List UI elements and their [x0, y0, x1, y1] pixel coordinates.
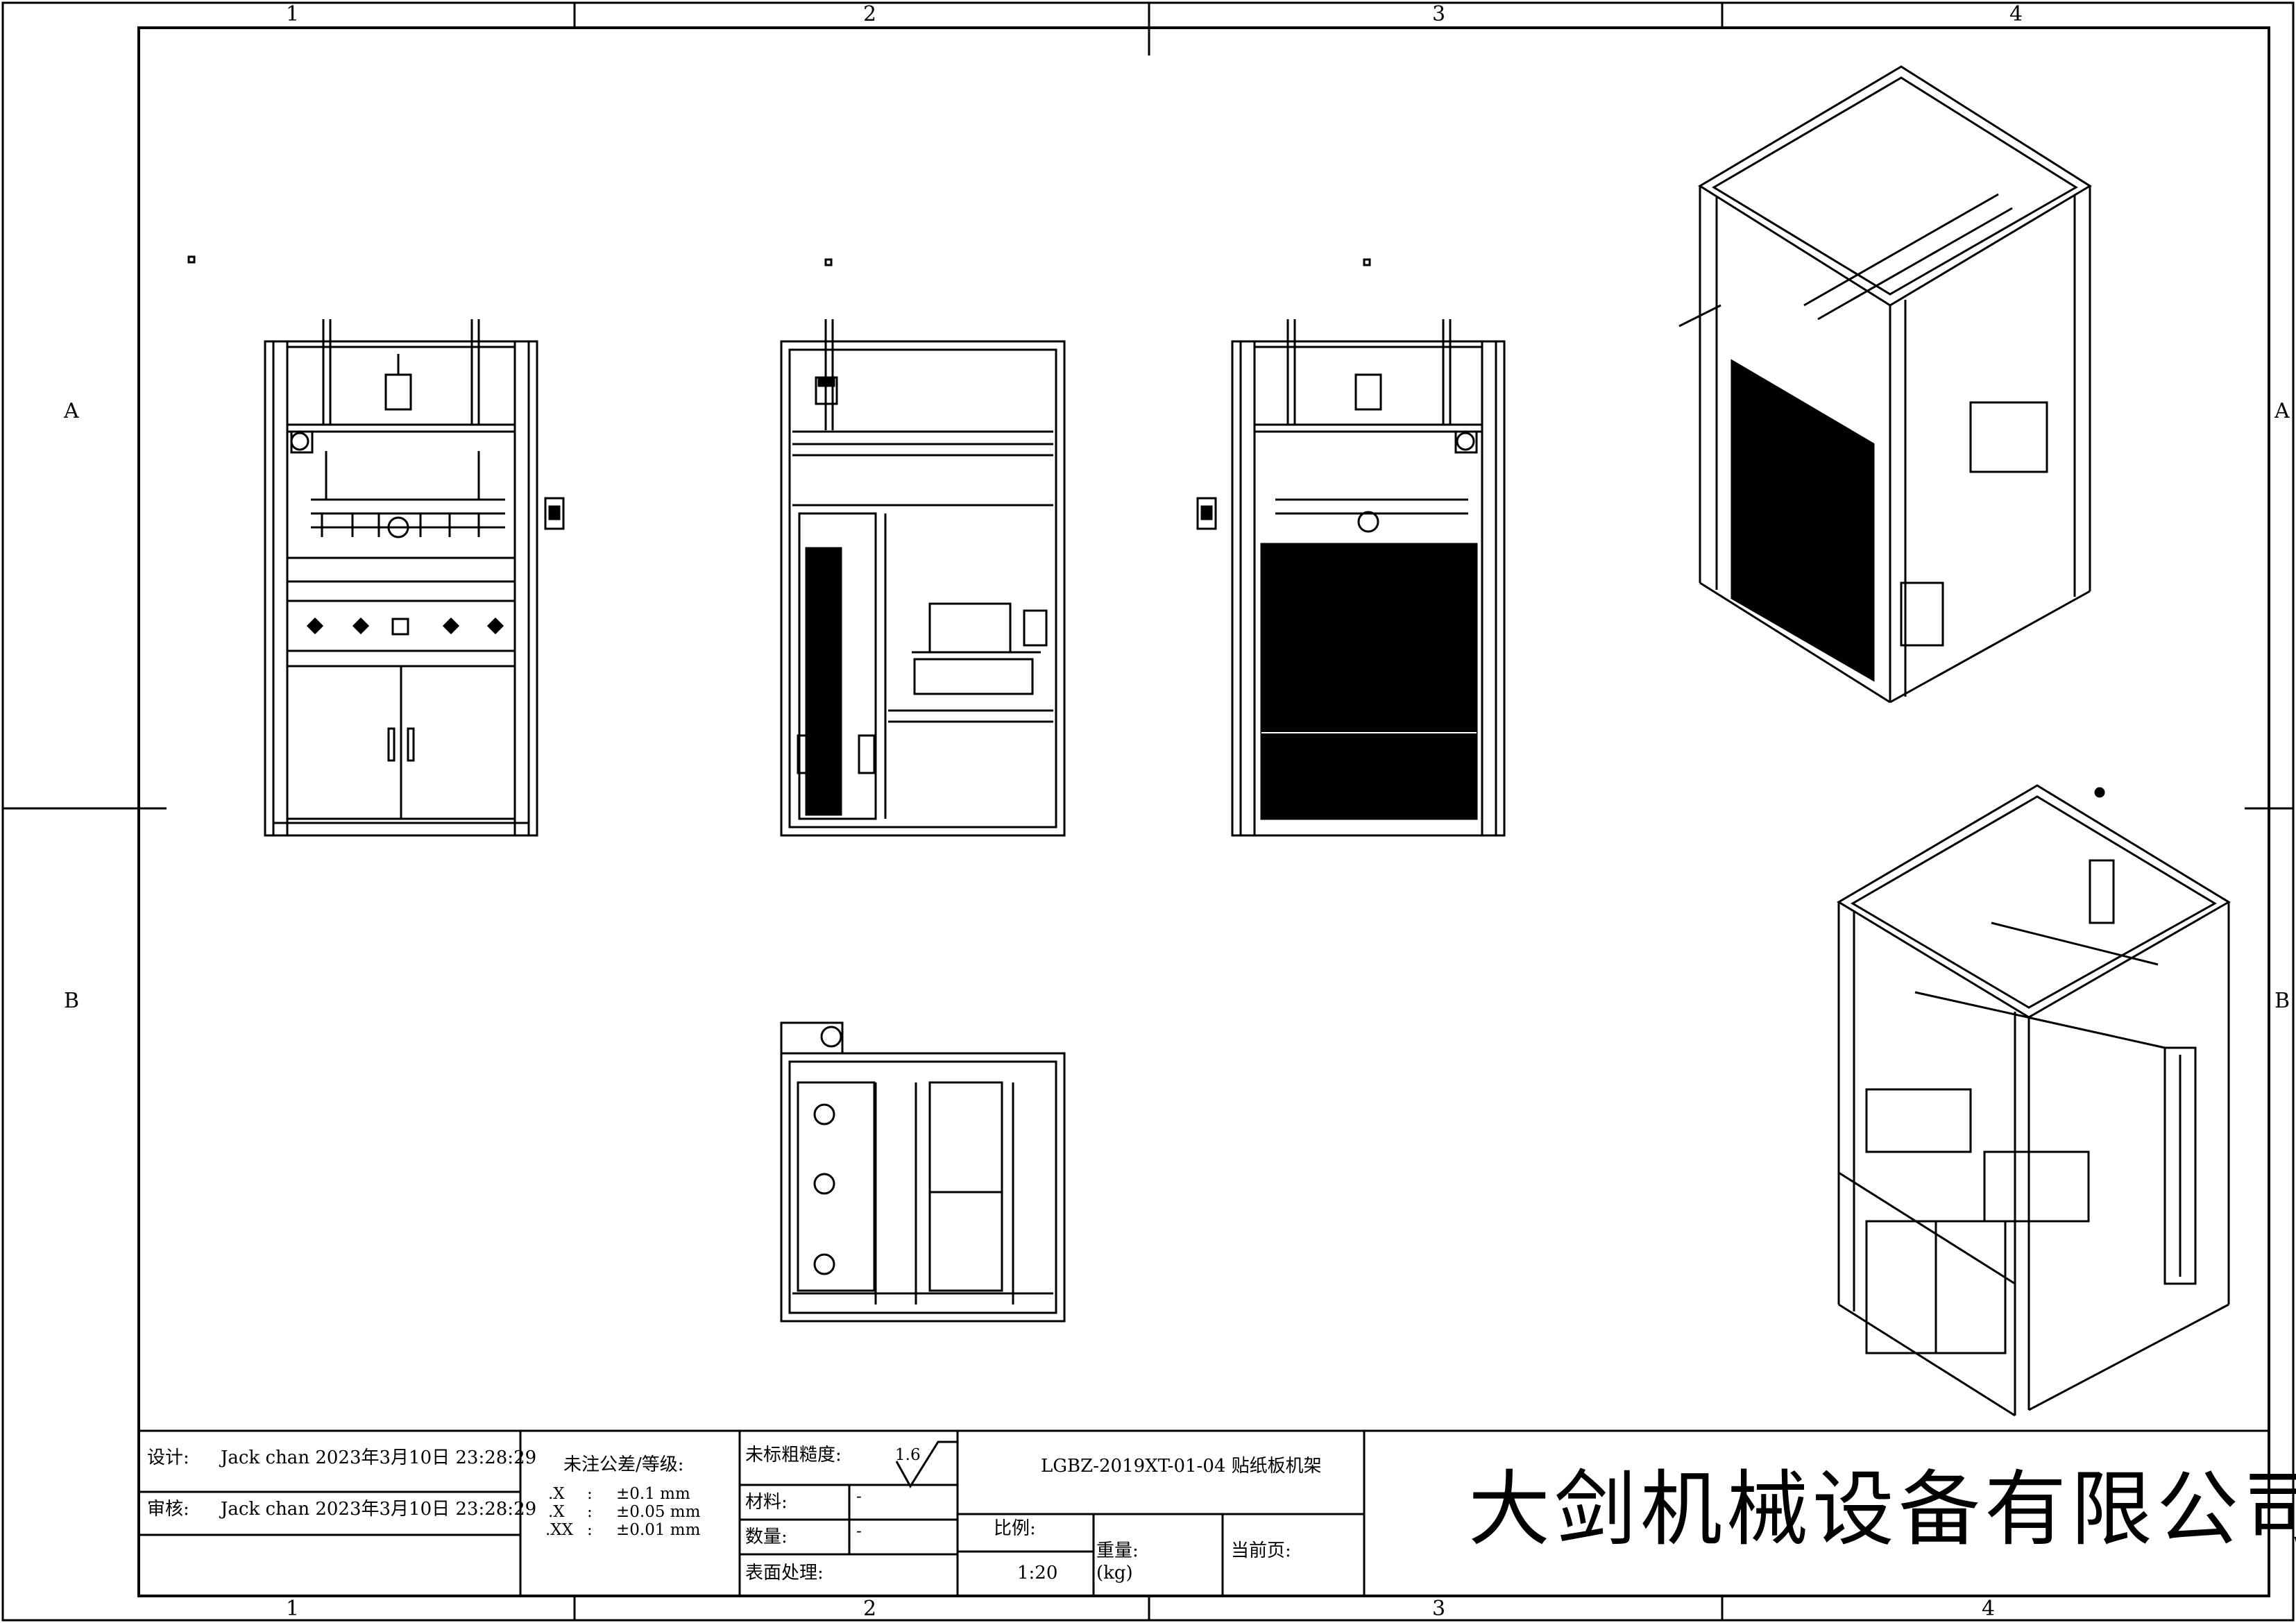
weight-label: 重量:	[1096, 1540, 1139, 1561]
roughness-label: 未标粗糙度:	[745, 1445, 842, 1465]
tolerance-value: ±0.1 mm	[616, 1485, 690, 1503]
tolerance-sep: :	[587, 1485, 593, 1503]
zone-left-b: B	[64, 989, 80, 1013]
title-block-grid	[139, 1429, 2269, 1596]
surface-label: 表面处理:	[745, 1563, 824, 1583]
isometric-view-1	[1678, 65, 2092, 704]
tolerance-key: .XX	[545, 1521, 574, 1539]
zone-top-3: 3	[1432, 2, 1446, 26]
tolerance-sep: :	[587, 1503, 593, 1521]
zone-bottom-3: 3	[1432, 1597, 1446, 1621]
weight-unit: (kg)	[1096, 1563, 1133, 1583]
isometric-view-2	[1837, 784, 2231, 1417]
tolerance-value: ±0.05 mm	[616, 1503, 701, 1521]
zone-bottom-2: 2	[863, 1597, 877, 1621]
rear-view	[1196, 258, 1506, 837]
designer-value: Jack chan 2023年3月10日 23:28:29	[221, 1447, 537, 1468]
tolerance-key: .X	[548, 1503, 565, 1521]
front-view	[187, 255, 565, 837]
tolerance-sep: :	[587, 1521, 593, 1539]
tolerance-key: .X	[548, 1485, 565, 1503]
reviewer-label: 审核:	[147, 1499, 189, 1520]
zone-right-b: B	[2274, 989, 2290, 1013]
zone-bottom-4: 4	[1982, 1597, 1996, 1621]
material-label: 材料:	[745, 1492, 788, 1513]
quantity-value: -	[856, 1522, 862, 1540]
quantity-label: 数量:	[745, 1527, 788, 1547]
scale-label: 比例:	[994, 1518, 1036, 1539]
zone-top-1: 1	[286, 2, 300, 26]
company-name: 大剑机械设备有限公司	[1468, 1461, 2296, 1557]
zone-top-4: 4	[2009, 2, 2023, 26]
zone-left-a: A	[64, 399, 79, 423]
top-view	[780, 1021, 1066, 1323]
zone-right-a: A	[2274, 399, 2290, 423]
left-side-view	[780, 258, 1066, 837]
roughness-value: 1.6	[895, 1446, 921, 1464]
page-label: 当前页:	[1231, 1540, 1291, 1561]
zone-top-2: 2	[863, 2, 877, 26]
tolerance-title: 未注公差/等级:	[563, 1454, 684, 1475]
drawing-title: LGBZ-2019XT-01-04 贴纸板机架	[1041, 1456, 1322, 1477]
material-value: -	[856, 1488, 862, 1506]
reviewer-value: Jack chan 2023年3月10日 23:28:29	[221, 1499, 537, 1520]
scale-value: 1:20	[1017, 1563, 1058, 1583]
zone-bottom-1: 1	[286, 1597, 300, 1621]
tolerance-value: ±0.01 mm	[616, 1521, 701, 1539]
designer-label: 设计:	[147, 1447, 189, 1468]
